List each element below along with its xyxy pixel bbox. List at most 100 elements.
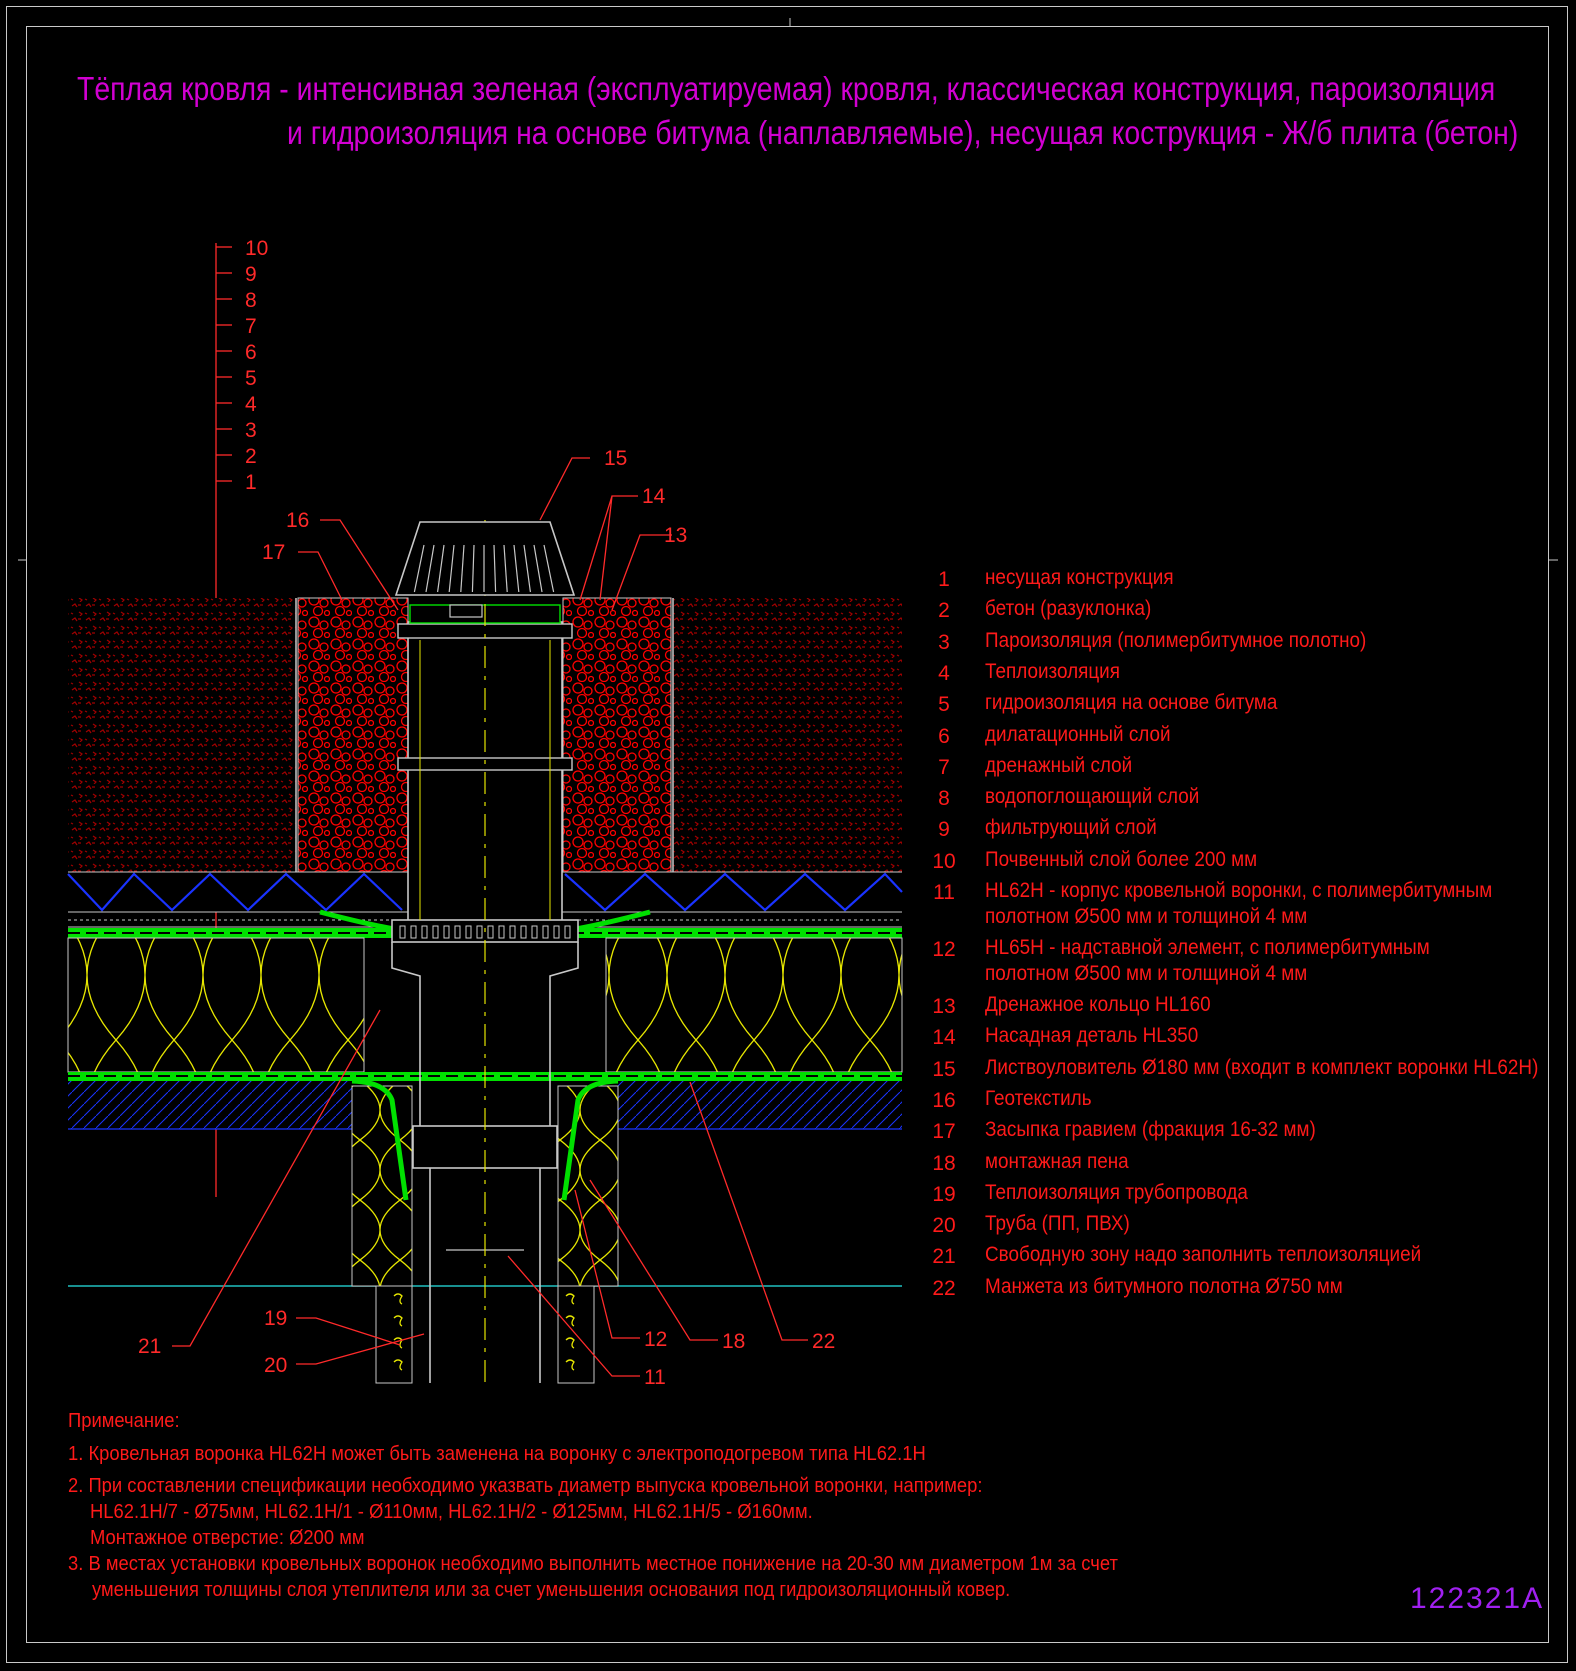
leaf-guard-rib xyxy=(543,544,555,593)
leaf-guard-rib xyxy=(460,544,465,593)
foam-mark xyxy=(565,1359,575,1371)
note-2: 2. При составлении спецификации необходи… xyxy=(68,1475,983,1497)
drawing-code: 122321A xyxy=(1410,1582,1545,1615)
flange-tooth xyxy=(454,925,461,939)
title-line-1: Тёплая кровля - интенсивная зеленая (экс… xyxy=(77,70,1496,107)
leader-lines xyxy=(172,457,808,1377)
legend-text: гидроизоляция на основе битума xyxy=(985,691,1278,715)
roof-drain-assembly xyxy=(391,520,579,1383)
flange-tooth xyxy=(520,925,527,939)
thermal-insulation-right xyxy=(605,937,903,1073)
notes-heading: Примечание: xyxy=(68,1410,180,1432)
legend-number: 3 xyxy=(938,630,950,654)
leaf-guard-rib xyxy=(513,544,520,593)
leaf-guard-rib xyxy=(448,544,455,593)
legend-text: HL65H - надставной элемент, с полимербит… xyxy=(985,936,1430,959)
legend-text: фильтрующий слой xyxy=(985,816,1157,840)
legend-number: 1 xyxy=(938,568,950,591)
layer-scale-label: 4 xyxy=(245,393,257,416)
legend-text: монтажная пена xyxy=(985,1149,1129,1173)
legend-text: HL62H - корпус кровельной воронки, с пол… xyxy=(985,879,1493,902)
callout-13: 13 xyxy=(664,524,687,547)
concrete-slope-right xyxy=(618,1081,902,1129)
legend-number: 12 xyxy=(932,938,956,961)
legend-number: 8 xyxy=(938,787,950,811)
flange-tooth xyxy=(465,925,472,939)
note-3-cont: уменьшения толщины слоя утеплителя или з… xyxy=(92,1579,1011,1601)
bitumen-sleeve-left xyxy=(351,1078,409,1201)
leaf-guard-rib xyxy=(493,544,497,593)
note-2-hole: Монтажное отверстие: Ø200 мм xyxy=(90,1527,365,1549)
flange-tooth xyxy=(443,925,450,939)
drawing-frame-inner xyxy=(26,26,1549,1643)
legend-text: Теплоизоляция xyxy=(985,659,1120,683)
foam-mark xyxy=(565,1337,575,1349)
thermal-insulation-left xyxy=(67,937,365,1073)
drainage-profile-right xyxy=(564,872,903,912)
bitumen-sleeve-right xyxy=(561,1078,619,1201)
foam-mark xyxy=(393,1315,403,1327)
legend-text: Теплоизоляция трубопровода xyxy=(985,1180,1248,1204)
legend-text: Засыпка гравием (фракция 16-32 мм) xyxy=(985,1118,1316,1142)
soil-layer-left xyxy=(68,598,296,872)
foam-mark xyxy=(565,1293,575,1305)
legend-text-continued: полотном Ø500 мм и толщиной 4 мм xyxy=(985,962,1308,985)
callout-19: 19 xyxy=(264,1307,287,1330)
legend-number: 4 xyxy=(938,661,950,685)
flange-tooth xyxy=(542,925,549,939)
gravel-fill-left xyxy=(297,597,409,873)
legend-number: 15 xyxy=(932,1057,956,1081)
leaf-guard-rib xyxy=(471,544,475,593)
callout-22: 22 xyxy=(812,1330,835,1353)
leaf-guard-rib xyxy=(413,544,425,593)
layer-scale-label: 5 xyxy=(245,367,257,390)
mounting-foam xyxy=(393,1293,575,1371)
legend-number: 14 xyxy=(932,1026,956,1050)
legend-text: Труба (ПП, ПВХ) xyxy=(985,1212,1130,1236)
legend-text: Манжета из битумного полотна Ø750 мм xyxy=(985,1274,1343,1298)
leaf-guard-rib xyxy=(503,544,508,593)
callout-12: 12 xyxy=(644,1328,667,1351)
legend-number: 6 xyxy=(938,724,950,748)
note-2-examples: HL62.1H/7 - Ø75мм, HL62.1H/1 - Ø110мм, H… xyxy=(90,1501,813,1523)
legend-number: 11 xyxy=(933,881,955,904)
legend-number: 20 xyxy=(932,1214,956,1238)
legend-number: 22 xyxy=(932,1276,956,1300)
callout-11: 11 xyxy=(644,1366,666,1389)
note-3: 3. В местах установки кровельных воронок… xyxy=(68,1553,1118,1575)
flange-tooth xyxy=(509,925,516,939)
drain-body-walls xyxy=(391,942,579,1128)
legend-number: 17 xyxy=(932,1120,956,1144)
leaf-guard-rib xyxy=(437,544,445,593)
legend-text: бетон (разуклонка) xyxy=(985,597,1152,621)
legend-number: 9 xyxy=(938,818,950,842)
foam-mark xyxy=(393,1359,403,1371)
flange-tooth xyxy=(531,925,538,939)
layer-scale-label: 10 xyxy=(245,237,268,260)
callout-20: 20 xyxy=(264,1354,287,1377)
legend-number: 10 xyxy=(932,849,956,873)
callout-14: 14 xyxy=(642,485,666,508)
drawing-frame-outer xyxy=(6,6,1568,1663)
layer-scale-label: 1 xyxy=(245,471,257,494)
layer-scale-label: 9 xyxy=(245,263,257,286)
legend-number: 7 xyxy=(938,755,950,779)
flange-tooth xyxy=(564,925,571,939)
title-line-2: и гидроизоляция на основе битума (наплав… xyxy=(287,114,1519,151)
legend-number: 21 xyxy=(932,1245,956,1269)
flange-tooth xyxy=(553,925,560,939)
legend-text: Дренажное кольцо HL160 xyxy=(985,993,1211,1016)
leaf-guard-clip xyxy=(449,604,483,618)
layer-scale-label: 7 xyxy=(245,315,257,338)
callout-17: 17 xyxy=(262,541,285,564)
legend-number: 19 xyxy=(932,1182,956,1206)
leaf-guard-rib xyxy=(533,544,543,593)
legend-text: Геотекстиль xyxy=(985,1086,1092,1110)
legend-number: 13 xyxy=(932,995,956,1018)
legend-text: Почвенный слой более 200 мм xyxy=(985,847,1258,871)
note-1: 1. Кровельная воронка HL62H может быть з… xyxy=(68,1443,926,1465)
legend-number: 5 xyxy=(938,693,950,717)
callout-15: 15 xyxy=(604,447,627,470)
layer-scale-label: 2 xyxy=(245,445,257,468)
